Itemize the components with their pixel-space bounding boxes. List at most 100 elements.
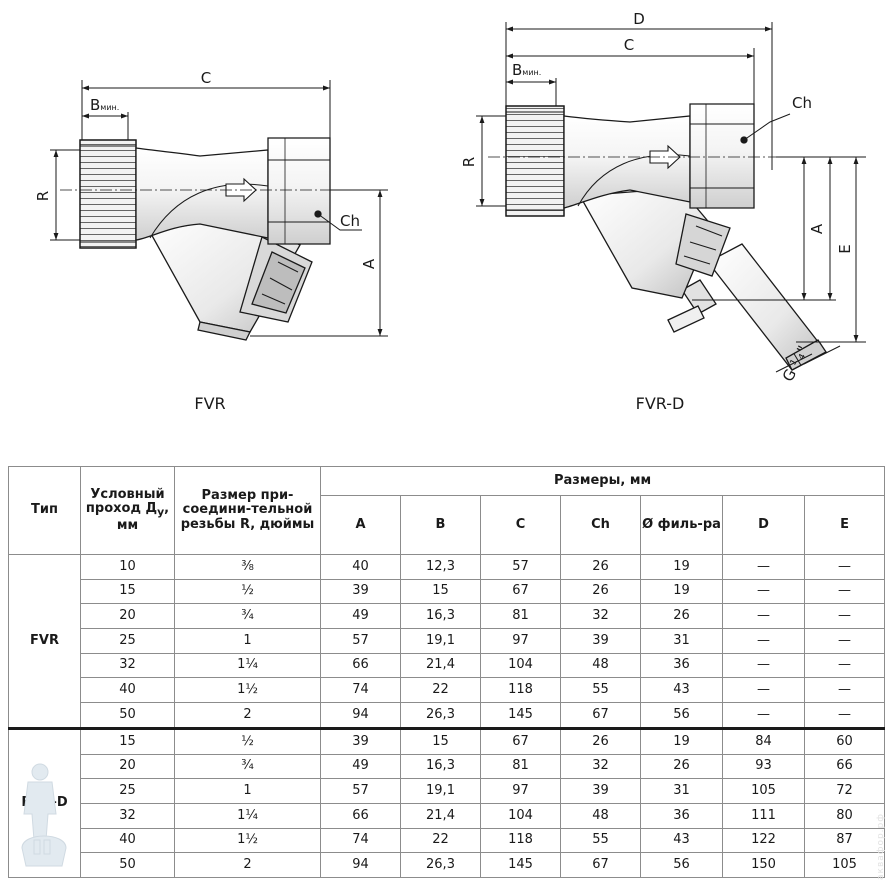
table-cell: 118 bbox=[480, 677, 561, 704]
table-cell: ⅜ bbox=[174, 554, 321, 580]
table-cell: 97 bbox=[480, 628, 561, 654]
header-type: Тип bbox=[8, 466, 81, 555]
table-cell: 57 bbox=[320, 628, 401, 654]
table-cell: 50 bbox=[80, 852, 175, 878]
type-cell: FVR bbox=[8, 554, 81, 729]
table-cell: 40 bbox=[80, 827, 175, 854]
table-cell: 20 bbox=[80, 753, 175, 780]
watermark: аквафор.рф bbox=[876, 813, 886, 880]
table-cell: 31 bbox=[640, 628, 723, 654]
table-cell: — bbox=[722, 677, 805, 704]
table-cell: 32 bbox=[560, 753, 641, 780]
table-cell: 15 bbox=[400, 578, 481, 605]
table-cell: 2 bbox=[174, 702, 321, 729]
table-cell: 16,3 bbox=[400, 753, 481, 780]
table-cell: 57 bbox=[480, 554, 561, 580]
table-cell: 26 bbox=[640, 603, 723, 630]
table-cell: 12,3 bbox=[400, 554, 481, 580]
table-cell: — bbox=[803, 603, 886, 630]
table-cell: 105 bbox=[722, 778, 805, 804]
table-cell: 39 bbox=[320, 726, 401, 755]
table-cell: 1½ bbox=[174, 677, 321, 704]
table-cell: 19,1 bbox=[400, 778, 481, 804]
table-cell: — bbox=[722, 702, 805, 729]
table-cell: 26 bbox=[560, 726, 641, 755]
table-cell: 48 bbox=[560, 652, 641, 679]
header-col-2: C bbox=[480, 495, 561, 555]
table-cell: 19 bbox=[640, 726, 723, 755]
table-cell: 49 bbox=[320, 753, 401, 780]
table-cell: 43 bbox=[640, 677, 723, 704]
header-thread-size: Размер при-соедини-тельной резьбы R, дюй… bbox=[174, 466, 321, 555]
table-cell: 55 bbox=[560, 677, 641, 704]
table-cell: ½ bbox=[174, 726, 321, 755]
table-cell: 81 bbox=[480, 753, 561, 780]
table-cell: 122 bbox=[722, 827, 805, 854]
table-cell: 22 bbox=[400, 827, 481, 854]
table-cell: 49 bbox=[320, 603, 401, 630]
fvr-d-caption: FVR-D bbox=[636, 394, 685, 413]
table-cell: 26 bbox=[560, 554, 641, 580]
table-cell: 74 bbox=[320, 827, 401, 854]
table-cell: 39 bbox=[560, 628, 641, 654]
table-cell: 60 bbox=[803, 726, 886, 755]
table-cell: 50 bbox=[80, 702, 175, 729]
table-cell: — bbox=[803, 578, 886, 605]
table-cell: 26 bbox=[640, 753, 723, 780]
table-cell: 118 bbox=[480, 827, 561, 854]
table-cell: 26,3 bbox=[400, 852, 481, 878]
table-cell: 97 bbox=[480, 778, 561, 804]
table-cell: 40 bbox=[320, 554, 401, 580]
table-cell: 15 bbox=[400, 726, 481, 755]
fvr-caption: FVR bbox=[194, 394, 225, 413]
table-cell: 56 bbox=[640, 702, 723, 729]
table-cell: — bbox=[722, 554, 805, 580]
valve-drawings: C Bмин. R Ch A FVR bbox=[34, 10, 866, 413]
header-dimensions-group: Размеры, мм bbox=[319, 466, 886, 496]
table-cell: 67 bbox=[480, 726, 561, 755]
table-cell: 81 bbox=[480, 603, 561, 630]
table-cell: 80 bbox=[803, 802, 886, 829]
table-cell: 145 bbox=[480, 702, 561, 729]
fvr-d-label-ch: Ch bbox=[792, 94, 812, 112]
fvr-label-b: Bмин. bbox=[90, 96, 119, 114]
table-cell: 36 bbox=[640, 802, 723, 829]
table-cell: ¾ bbox=[174, 753, 321, 780]
table-cell: 145 bbox=[480, 852, 561, 878]
header-col-1: B bbox=[400, 495, 481, 555]
header-col-0: A bbox=[320, 495, 401, 555]
table-cell: 67 bbox=[560, 702, 641, 729]
table-cell: 19 bbox=[640, 578, 723, 605]
table-cell: 2 bbox=[174, 852, 321, 878]
table-cell: — bbox=[722, 628, 805, 654]
table-cell: 74 bbox=[320, 677, 401, 704]
table-cell: 104 bbox=[480, 652, 561, 679]
table-cell: 43 bbox=[640, 827, 723, 854]
table-cell: 15 bbox=[80, 726, 175, 755]
table-cell: 111 bbox=[722, 802, 805, 829]
table-cell: 15 bbox=[80, 578, 175, 605]
fvr-d-labels: D C Bмин. R Ch A E G ¼" FVR-D bbox=[460, 10, 854, 413]
table-cell: 94 bbox=[320, 702, 401, 729]
table-cell: ½ bbox=[174, 578, 321, 605]
table-cell: 40 bbox=[80, 677, 175, 704]
table-cell: 25 bbox=[80, 778, 175, 804]
table-cell: 22 bbox=[400, 677, 481, 704]
table-cell: 1¼ bbox=[174, 802, 321, 829]
table-cell: — bbox=[803, 677, 886, 704]
table-cell: 57 bbox=[320, 778, 401, 804]
table-cell: 21,4 bbox=[400, 802, 481, 829]
table-cell: 48 bbox=[560, 802, 641, 829]
header-dn: Условный проход Ду, мм bbox=[80, 466, 175, 555]
table-cell: — bbox=[803, 554, 886, 580]
table-cell: 55 bbox=[560, 827, 641, 854]
table-cell: ¾ bbox=[174, 603, 321, 630]
